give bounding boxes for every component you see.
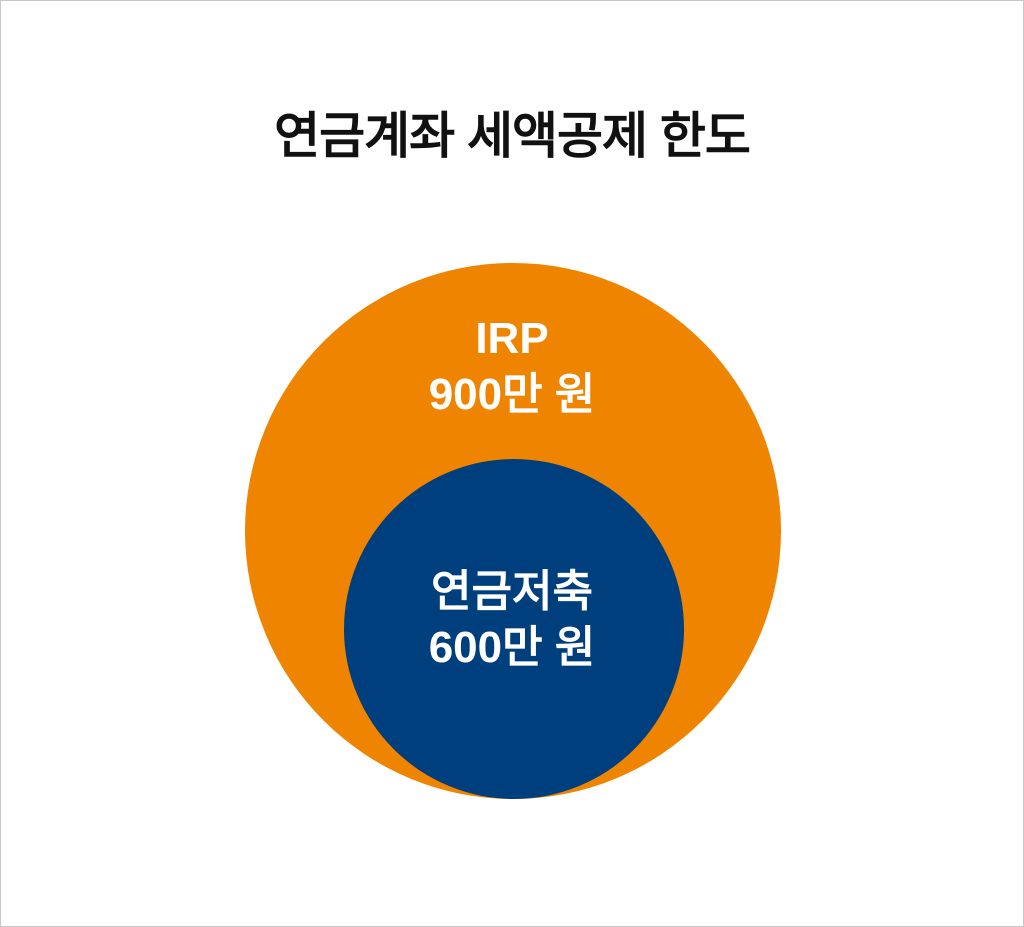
pension-savings-label: 연금저축 600만 원 [1,564,1023,676]
diagram-title: 연금계좌 세액공제 한도 [274,108,751,164]
irp-label: IRP 900만 원 [1,311,1023,423]
pension-savings-name: 연금저축 [431,567,593,616]
pension-savings-amount: 600만 원 [428,623,596,672]
pension-savings-circle [344,459,684,799]
irp-name: IRP [475,314,549,363]
irp-amount: 900만 원 [428,370,596,419]
